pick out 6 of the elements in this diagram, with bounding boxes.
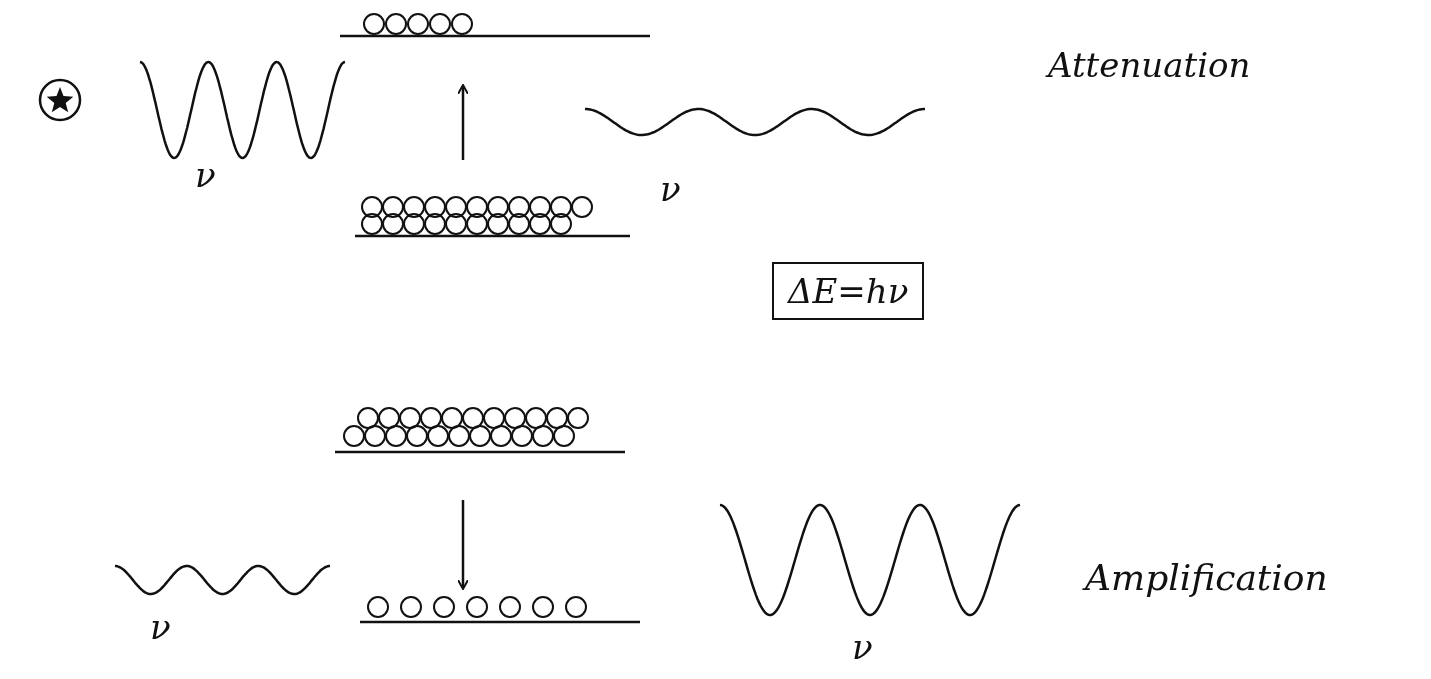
frequency-symbol: ν (150, 610, 171, 644)
formula-box (772, 262, 925, 320)
formula-text: ΔE=hν (788, 271, 909, 311)
frequency-symbol: ν (660, 172, 681, 206)
frequency-symbol: ν (195, 158, 216, 192)
frequency-symbol: ν (852, 630, 873, 664)
